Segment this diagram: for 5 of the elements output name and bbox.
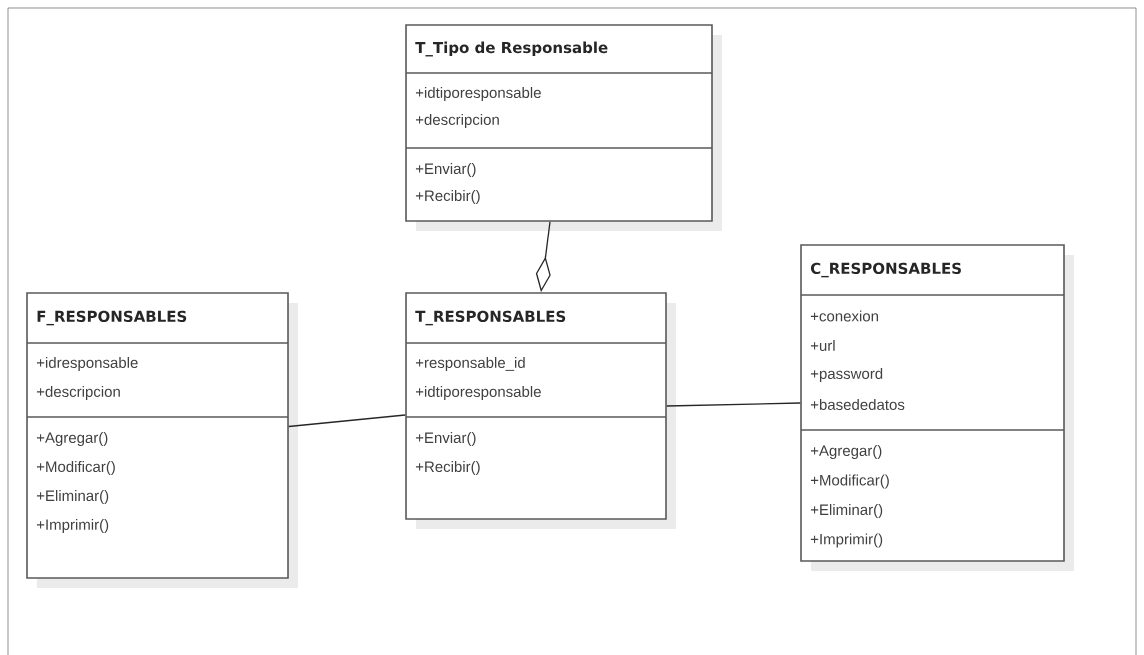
- association-line: [666, 402, 801, 407]
- class-box: T_RESPONSABLES +responsable_id +idtiporesponsable +Enviar() +Recibir(): [405, 292, 676, 529]
- class-box: T_Tipo de Responsable +idtiporesponsable +descripcion +Enviar() +Recibir(): [405, 24, 722, 231]
- class-box: C_RESPONSABLES +conexion +url +password +basededatos +Agregar() +Modificar() +Eliminar() +Imprimir(): [800, 244, 1074, 571]
- class-box: F_RESPONSABLES +idresponsable +descripcion +Agregar() +Modificar() +Eliminar() +Imprimir(): [26, 292, 298, 588]
